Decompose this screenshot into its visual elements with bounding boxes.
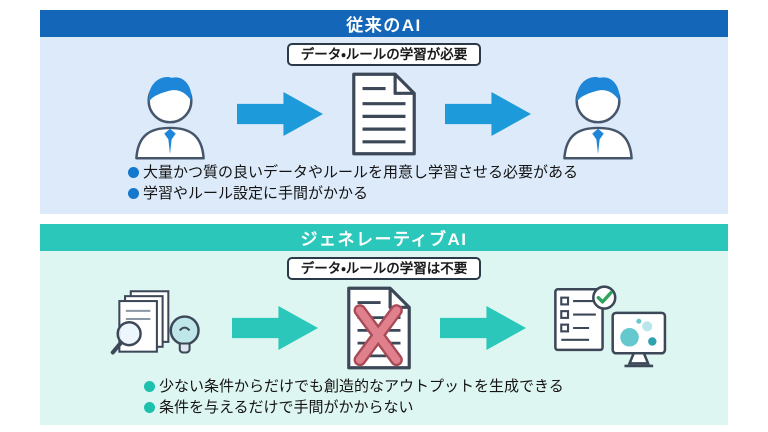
traditional-ai-section: 従来のAI データ・ルールの学習が必要 [40, 10, 728, 214]
generative-ai-title: ジェネレーティブAI [300, 230, 468, 249]
traditional-bullet-list: 大量かつ質の良いデータやルールを用意し学習させる必要がある 学習やルール設定に手… [40, 162, 728, 204]
arrow-right-icon [232, 306, 318, 350]
bullet-dot-icon [128, 188, 139, 199]
traditional-flow-diagram [129, 68, 639, 160]
person-icon [129, 68, 211, 160]
bullet-text: 少ない条件からだけでも創造的なアウトプットを生成できる [159, 378, 564, 395]
traditional-ai-title: 従来のAI [346, 16, 422, 35]
bullet-item: 条件を与えるだけで手間がかからない [144, 397, 728, 418]
documents-magnifier-lightbulb-icon [98, 288, 206, 368]
person-icon [557, 68, 639, 160]
generative-requirement-label: データ・ルールの学習は不要 [286, 257, 482, 280]
arrow-right-icon [440, 306, 526, 350]
generative-ai-body: データ・ルールの学習は不要 [40, 251, 728, 425]
bullet-text: 大量かつ質の良いデータやルールを用意し学習させる必要がある [143, 164, 579, 181]
bullet-text: 学習やルール設定に手間がかかる [143, 185, 369, 202]
bullet-item: 学習やルール設定に手間がかかる [128, 183, 728, 204]
bullet-dot-icon [144, 402, 155, 413]
traditional-ai-header: 従来のAI [40, 10, 728, 37]
traditional-requirement-label: データ・ルールの学習が必要 [286, 43, 482, 66]
generative-flow-diagram [98, 282, 670, 374]
bullet-item: 少ない条件からだけでも創造的なアウトプットを生成できる [144, 376, 728, 397]
traditional-requirement-label-text: データ・ルールの学習が必要 [300, 47, 468, 62]
bullet-item: 大量かつ質の良いデータやルールを用意し学習させる必要がある [128, 162, 728, 183]
arrow-right-icon [445, 92, 531, 136]
generative-ai-section: ジェネレーティブAI データ・ルールの学習は不要 [40, 224, 728, 425]
checklist-monitor-icon [552, 284, 670, 372]
traditional-ai-body: データ・ルールの学習が必要 [40, 37, 728, 214]
generative-ai-header: ジェネレーティブAI [40, 224, 728, 251]
crossed-out-document-icon [344, 284, 414, 372]
bullet-text: 条件を与えるだけで手間がかからない [159, 399, 414, 416]
generative-requirement-label-text: データ・ルールの学習は不要 [300, 261, 468, 276]
bullet-dot-icon [128, 167, 139, 178]
generative-bullet-list: 少ない条件からだけでも創造的なアウトプットを生成できる 条件を与えるだけで手間が… [40, 376, 728, 418]
document-icon [349, 70, 419, 158]
arrow-right-icon [237, 92, 323, 136]
bullet-dot-icon [144, 381, 155, 392]
